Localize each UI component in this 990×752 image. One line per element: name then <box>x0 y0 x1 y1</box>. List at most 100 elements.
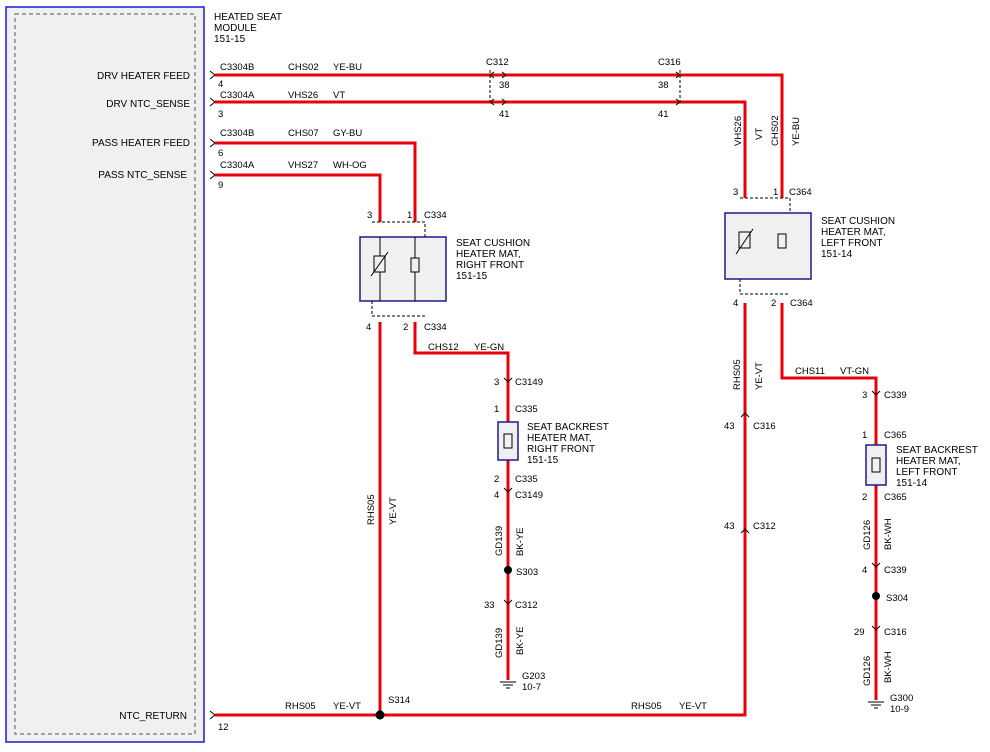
rb-c335-top-pin: 1 <box>494 404 499 415</box>
pin-drv-feed: 4 <box>218 79 223 90</box>
rp-lf-color: YE-VT <box>754 362 765 390</box>
lf-bot-pin-2: 2 <box>771 298 776 309</box>
rf-top-pin-1: 1 <box>407 210 412 221</box>
lf-wire-vhs26: VHS26 <box>733 116 744 146</box>
rb-c335-bot: C335 <box>515 474 538 485</box>
rp-bottom-circuit: RHS05 <box>631 701 662 712</box>
rp-left-color: YE-VT <box>333 701 361 712</box>
module-pin-arrows <box>209 70 216 720</box>
pin-drv-ntc: 3 <box>218 109 223 120</box>
rb-c3149-bot-pin: 4 <box>494 490 499 501</box>
splice-s304 <box>872 592 880 600</box>
lb-title-1: SEAT BACKREST <box>896 445 978 456</box>
color-drv-ntc: VT <box>333 90 345 101</box>
ground-g300-icon <box>868 701 884 709</box>
color-pass-ntc: WH-OG <box>333 160 367 171</box>
rf-cushion-title-1: SEAT CUSHION <box>456 238 530 249</box>
rf-cushion-title-4: 151-15 <box>456 271 488 282</box>
rb-c3149-top: C3149 <box>515 377 543 388</box>
rf-cushion-component: 3 1 C334 4 2 C334 SEAT CUSHION HEATER MA… <box>359 210 530 333</box>
c316-top-label: C316 <box>658 57 681 68</box>
lb-title-3: LEFT FRONT <box>896 467 957 478</box>
conn-pass-feed: C3304B <box>220 128 254 139</box>
conn-drv-feed: C3304B <box>220 62 254 73</box>
circ-pass-ntc: VHS27 <box>288 160 318 171</box>
pin-label-drv-ntc-sense: DRV NTC_SENSE <box>106 99 190 110</box>
circ-pass-feed: CHS07 <box>288 128 319 139</box>
rb-c312: C312 <box>515 600 538 611</box>
color-drv-feed: YE-BU <box>333 62 362 73</box>
rp-lf-circuit: RHS05 <box>732 359 743 390</box>
pin-pass-feed: 6 <box>218 148 223 159</box>
lb-feed-color: VT-GN <box>840 366 869 377</box>
module-title-2: MODULE <box>214 23 257 34</box>
lf-cushion-component: 3 1 C364 4 2 C364 SEAT CUSHION HEATER MA… <box>724 115 895 309</box>
conn-pass-ntc: C3304A <box>220 160 255 171</box>
rf-bot-pin-2: 2 <box>403 322 408 333</box>
rb-title-4: 151-15 <box>527 455 559 466</box>
rb-ground-label: G203 <box>522 671 545 682</box>
lf-wire-chs02: CHS02 <box>770 115 781 146</box>
lb-splice-label: S304 <box>886 593 908 604</box>
c312-top-label: C312 <box>486 57 509 68</box>
rf-cushion-box <box>359 236 447 302</box>
lb-c365-bot-pin: 2 <box>862 492 867 503</box>
rf-cushion-title-2: HEATER MAT, <box>456 249 521 260</box>
circ-drv-ntc: VHS26 <box>288 90 318 101</box>
lb-heater-box <box>865 444 887 486</box>
lb-title-2: HEATER MAT, <box>896 456 961 467</box>
rb-c335-bot-pin: 2 <box>494 474 499 485</box>
rf-bot-pin-4: 4 <box>366 322 371 333</box>
lf-cushion-title-1: SEAT CUSHION <box>821 216 895 227</box>
rp-c316: C316 <box>753 421 776 432</box>
rf-top-pin-3: 3 <box>367 210 372 221</box>
c312-pin-38: 38 <box>499 80 510 91</box>
lb-c316: C316 <box>884 627 907 638</box>
lb-c339-bot-pin: 4 <box>862 565 867 576</box>
lf-top-pin-3: 3 <box>733 187 738 198</box>
lf-cushion-box <box>724 212 812 280</box>
c316-pin-41: 41 <box>658 109 669 120</box>
c312-pin-41: 41 <box>499 109 510 120</box>
rb-splice-label: S303 <box>516 567 538 578</box>
rp-vert-color: YE-VT <box>388 497 399 525</box>
lf-top-connector: C364 <box>789 187 812 198</box>
lb-heater-element-icon <box>871 457 881 473</box>
rp-c312-pin: 43 <box>724 521 735 532</box>
lb-c339-bot: C339 <box>884 565 907 576</box>
rb-feed-circuit: CHS12 <box>428 342 459 353</box>
rp-splice-label: S314 <box>388 695 410 706</box>
module-title-1: HEATED SEAT <box>214 12 282 23</box>
lb-c365-top: C365 <box>884 430 907 441</box>
rb-gnd-color-2: BK-YE <box>515 626 526 655</box>
rb-title-1: SEAT BACKREST <box>527 422 609 433</box>
lf-top-pin-1: 1 <box>773 187 778 198</box>
rb-c3149-top-pin: 3 <box>494 377 499 388</box>
lf-cushion-title-2: HEATER MAT, <box>821 227 886 238</box>
lf-backrest-path: CHS11 VT-GN 3 C339 1 C365 SEAT BACKREST … <box>795 366 978 715</box>
rb-feed-color: YE-GN <box>474 342 504 353</box>
rb-title-2: HEATER MAT, <box>527 433 592 444</box>
lb-gnd-circuit-1: GD126 <box>862 520 873 550</box>
module-title-3: 151-15 <box>214 34 246 45</box>
rp-c312: C312 <box>753 521 776 532</box>
rb-title-3: RIGHT FRONT <box>527 444 595 455</box>
pin-label-pass-heater-feed: PASS HEATER FEED <box>92 138 190 149</box>
wires <box>215 73 878 717</box>
rb-gnd-circuit-1: GD139 <box>494 526 505 556</box>
rf-bot-connector: C334 <box>424 322 447 333</box>
lf-wire-vt: VT <box>754 128 765 140</box>
rb-c3149-bot: C3149 <box>515 490 543 501</box>
lb-c316-pin: 29 <box>854 627 865 638</box>
lf-wire-yebu: YE-BU <box>791 117 802 146</box>
pin-label-pass-ntc-sense: PASS NTC_SENSE <box>98 170 187 181</box>
rf-backrest-path: CHS12 YE-GN 3 C3149 1 C335 SEAT BACKREST… <box>428 342 609 693</box>
pin-ntc-return: 12 <box>218 722 229 733</box>
module-inner-border <box>14 13 196 735</box>
lb-gnd-color-1: BK-WH <box>883 518 894 550</box>
c316-top-connector: C316 38 41 <box>658 57 681 120</box>
rb-ground-ref: 10-7 <box>522 682 541 693</box>
lb-feed-circuit: CHS11 <box>795 366 825 377</box>
